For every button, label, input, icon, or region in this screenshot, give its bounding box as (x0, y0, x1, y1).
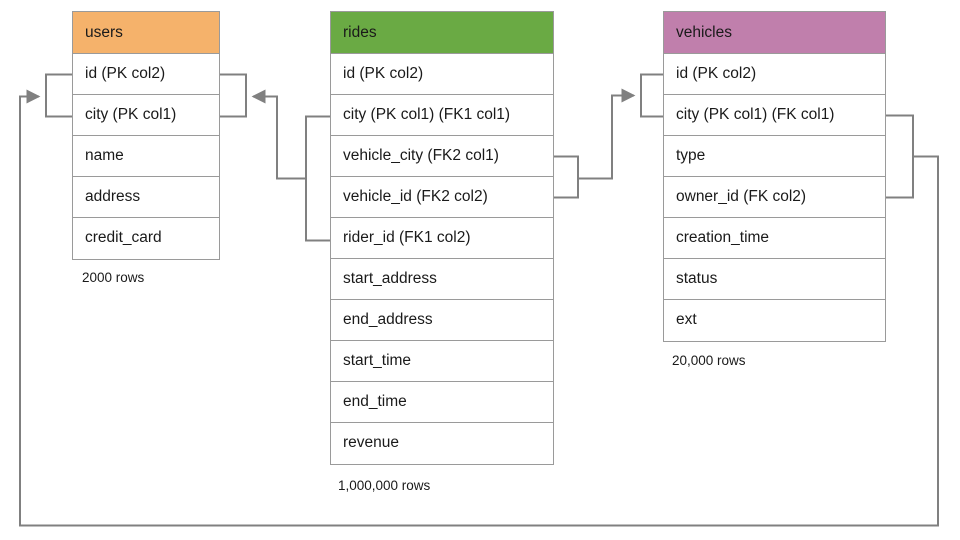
table-rides-column-end-time[interactable]: end_time (331, 382, 553, 423)
table-rides-column-vehicle-id[interactable]: vehicle_id (FK2 col2) (331, 177, 553, 218)
table-vehicles-column-type[interactable]: type (664, 136, 885, 177)
table-vehicles[interactable]: vehicles id (PK col2) city (PK col1) (FK… (663, 11, 886, 342)
table-rides-column-rider-id[interactable]: rider_id (FK1 col2) (331, 218, 553, 259)
table-users-column-credit-card[interactable]: credit_card (73, 218, 219, 259)
table-users[interactable]: users id (PK col2) city (PK col1) name a… (72, 11, 220, 260)
relationship-vehicles-fk-users (19, 89, 939, 527)
table-vehicles-column-ext[interactable]: ext (664, 300, 885, 341)
table-rides-row-count: 1,000,000 rows (338, 478, 431, 493)
relationship-rides-fk1-users (251, 89, 330, 242)
table-rides-column-id[interactable]: id (PK col2) (331, 54, 553, 95)
table-vehicles-column-creation-time[interactable]: creation_time (664, 218, 885, 259)
table-users-header[interactable]: users (73, 12, 219, 54)
table-users-column-name[interactable]: name (73, 136, 219, 177)
users-right-bracket (220, 73, 247, 118)
table-rides-column-vehicle-city[interactable]: vehicle_city (FK2 col1) (331, 136, 553, 177)
table-rides-column-start-address[interactable]: start_address (331, 259, 553, 300)
table-rides[interactable]: rides id (PK col2) city (PK col1) (FK1 c… (330, 11, 554, 465)
table-vehicles-column-owner-id[interactable]: owner_id (FK col2) (664, 177, 885, 218)
table-vehicles-column-id[interactable]: id (PK col2) (664, 54, 885, 95)
table-rides-column-end-address[interactable]: end_address (331, 300, 553, 341)
table-rides-column-revenue[interactable]: revenue (331, 423, 553, 464)
table-rides-header[interactable]: rides (331, 12, 553, 54)
table-rides-column-city[interactable]: city (PK col1) (FK1 col1) (331, 95, 553, 136)
table-users-column-address[interactable]: address (73, 177, 219, 218)
table-vehicles-row-count: 20,000 rows (672, 353, 746, 368)
table-users-row-count: 2000 rows (82, 270, 145, 285)
users-left-bracket (45, 73, 72, 118)
table-users-column-city[interactable]: city (PK col1) (73, 95, 219, 136)
table-vehicles-header[interactable]: vehicles (664, 12, 885, 54)
table-rides-column-start-time[interactable]: start_time (331, 341, 553, 382)
table-vehicles-column-city[interactable]: city (PK col1) (FK col1) (664, 95, 885, 136)
table-vehicles-column-status[interactable]: status (664, 259, 885, 300)
table-users-column-id[interactable]: id (PK col2) (73, 54, 219, 95)
relationship-rides-fk2-vehicles (554, 73, 663, 199)
